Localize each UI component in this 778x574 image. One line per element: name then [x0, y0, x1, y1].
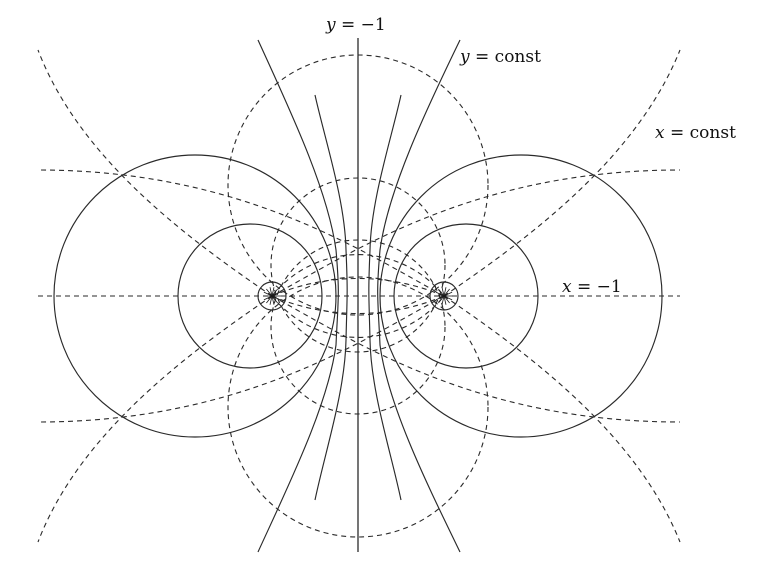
starburst-spoke	[269, 295, 273, 305]
starburst-spoke	[271, 287, 275, 297]
lens-arc-bottom-1	[271, 295, 445, 338]
arc-upper-right-long	[271, 169, 681, 297]
arc-upper-left-long	[37, 169, 445, 297]
starburst-spoke	[271, 295, 275, 305]
lens-arc-top-2	[271, 278, 445, 297]
arc-lower-right	[443, 295, 681, 543]
starburst-spoke	[441, 295, 445, 305]
right-middle-solid-circle	[393, 223, 539, 369]
starburst-spoke	[438, 288, 445, 297]
solid-circles-left	[53, 154, 337, 438]
starburst-spoke	[271, 295, 281, 301]
arc-lower-left-long	[37, 295, 445, 423]
left-focus-starburst	[263, 287, 281, 305]
label-y-const: y = const	[459, 47, 541, 67]
right-outer-solid-circle	[379, 154, 663, 438]
starburst-spoke	[269, 287, 273, 297]
starburst-spoke	[435, 291, 445, 297]
starburst-spoke	[443, 295, 450, 304]
starburst-spoke	[438, 295, 445, 304]
dashed-lens-arcs	[271, 254, 445, 338]
lens-arc-top-1	[271, 254, 445, 297]
inner-right-solid-curve	[368, 94, 402, 501]
starburst-spoke	[263, 295, 273, 301]
arc-upper-right	[443, 49, 681, 297]
big-dashed-circle-bottom	[227, 276, 489, 538]
dashed-large-arcs	[37, 49, 681, 543]
arc-lower-right-long	[271, 295, 681, 423]
left-middle-solid-circle	[177, 223, 323, 369]
label-y-neg1: y = −1	[325, 15, 386, 35]
starburst-spoke	[263, 291, 273, 297]
starburst-spoke	[435, 295, 445, 301]
starburst-spoke	[266, 288, 273, 297]
starburst-spoke	[443, 295, 447, 305]
starburst-spoke	[443, 287, 447, 297]
arc-lower-left	[37, 295, 273, 543]
starburst-spoke	[271, 288, 278, 297]
label-x-const: x = const	[655, 123, 736, 143]
left-outer-solid-circle	[53, 154, 337, 438]
starburst-spoke	[443, 291, 453, 297]
starburst-spoke	[443, 295, 453, 301]
arc-upper-left	[37, 49, 273, 297]
outer-right-solid-curve	[377, 39, 461, 553]
lens-arc-bottom-2	[271, 295, 445, 314]
starburst-spoke	[443, 288, 450, 297]
starburst-spoke	[271, 291, 281, 297]
mid-dashed-circle-top	[270, 177, 446, 353]
inner-left-solid-curve	[314, 94, 348, 501]
mid-dashed-circle-bottom	[270, 239, 446, 415]
starburst-spoke	[271, 295, 278, 304]
starburst-spoke	[441, 287, 445, 297]
outer-left-solid-curve	[257, 39, 339, 553]
big-dashed-circle-top	[227, 54, 489, 316]
starburst-spoke	[266, 295, 273, 304]
solid-circles-right	[379, 154, 663, 438]
solid-hyperbola-curves	[257, 39, 461, 553]
label-x-neg1: x = −1	[562, 277, 622, 297]
dashed-circles-vertical-family	[227, 54, 489, 538]
right-focus-starburst	[435, 287, 453, 305]
